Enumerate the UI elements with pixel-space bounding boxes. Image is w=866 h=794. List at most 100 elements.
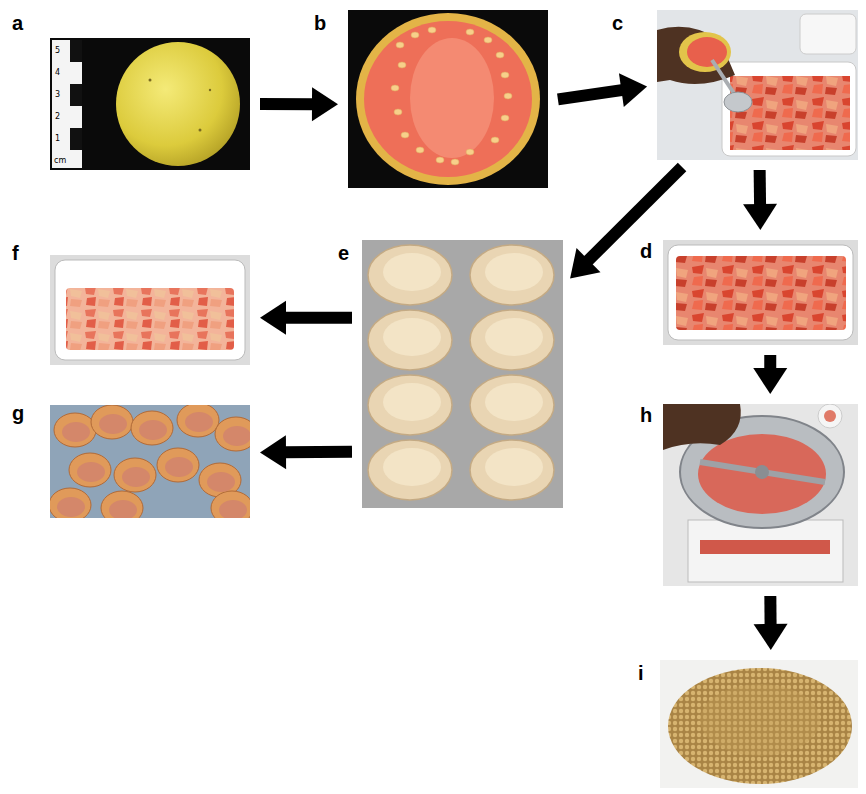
seeds-photo-part <box>668 668 852 784</box>
pulp-tray-photo <box>663 240 858 345</box>
arrow-head <box>570 248 600 278</box>
fruit-shells-photo-part-part <box>383 448 441 486</box>
seeds-photo-part <box>700 684 820 756</box>
halved-fruit-photo-part-part <box>394 109 402 115</box>
dried-shells-photo-part-part <box>223 426 250 446</box>
dried-shells-photo-part-part <box>122 467 150 487</box>
halved-fruit-photo-part-part <box>501 115 509 121</box>
peel-tray-photo-part <box>55 260 245 360</box>
dried-shells-photo-part-part <box>91 405 133 439</box>
arrow-head <box>312 87 338 121</box>
flow-arrow <box>558 73 647 107</box>
ruler-mark: 3 <box>55 90 60 99</box>
arrow-head <box>743 204 777 230</box>
panel-letter: f <box>12 242 19 264</box>
dried-shells-photo-part-part <box>99 414 127 434</box>
dried-shells-photo-part-part <box>165 457 193 477</box>
whole-fruit-photo-part <box>50 38 250 170</box>
flow-arrow <box>260 435 352 469</box>
fruit-shells-photo-part-part <box>383 253 441 291</box>
dried-shells-photo-part-part <box>157 448 199 482</box>
food-mill-photo <box>663 404 858 586</box>
halved-fruit-photo-part <box>391 27 512 165</box>
food-mill-photo-part <box>663 404 741 450</box>
halved-fruit-photo-part-part <box>411 32 419 38</box>
flow-arrow <box>754 596 788 650</box>
fruit-shells-photo-part-part <box>368 245 452 305</box>
arrow-shaft <box>754 170 766 206</box>
dried-shells-photo-part-part <box>57 497 85 517</box>
dried-shells-photo-part <box>57 412 250 518</box>
pulp-tray-photo-part <box>676 256 846 330</box>
arrow-shaft <box>558 90 623 99</box>
halved-fruit-photo-part-part <box>491 137 499 143</box>
arrow-head <box>619 73 647 107</box>
fruit-shells-photo-part-part <box>383 318 441 356</box>
whole-fruit-photo-part <box>70 40 82 62</box>
ruler-mark: cm <box>54 156 66 165</box>
dried-shells-photo-part-part <box>77 462 105 482</box>
dried-shells-photo-part-part <box>131 411 173 445</box>
photo-panel: f <box>50 255 250 365</box>
seeds-photo <box>660 660 858 788</box>
halved-fruit-photo-part-part <box>396 42 404 48</box>
dried-shells-photo-part-part <box>207 472 235 492</box>
fruit-shells-photo-part-part <box>470 245 554 305</box>
dried-shells-photo-part-part <box>69 453 111 487</box>
panel-letter: c <box>612 12 623 34</box>
halved-fruit-photo-part <box>348 10 548 188</box>
dried-shells-photo <box>50 405 250 518</box>
fruit-shells-photo-part-part <box>368 310 452 370</box>
halved-fruit-photo-part <box>356 13 540 185</box>
fruit-shells-photo-part-part <box>470 375 554 435</box>
food-mill-photo-part <box>688 520 843 582</box>
dried-shells-photo-part-part <box>139 420 167 440</box>
dried-shells-photo-part-part <box>177 405 219 437</box>
food-mill-photo-part <box>698 434 826 514</box>
fruit-shells-photo-part-part <box>485 318 543 356</box>
whole-fruit-photo-part <box>52 40 82 168</box>
halved-fruit-photo <box>348 10 548 188</box>
scooping-photo-part <box>687 37 727 67</box>
fruit-shells-photo-part-part <box>485 253 543 291</box>
fruit-shells-photo-part <box>362 240 563 508</box>
photo-panel: d <box>663 240 858 345</box>
food-mill-photo-part <box>824 410 836 422</box>
dried-shells-photo-part <box>50 405 250 518</box>
photo-panel: c <box>657 10 858 160</box>
whole-fruit-photo-part <box>70 128 82 150</box>
halved-fruit-photo-part-part <box>484 37 492 43</box>
arrow-head <box>260 301 286 335</box>
whole-fruit-photo-part <box>199 129 202 132</box>
food-mill-photo-part <box>663 404 858 586</box>
dried-shells-photo-part-part <box>219 500 247 518</box>
halved-fruit-photo-part-part <box>416 147 424 153</box>
halved-fruit-photo-part <box>364 21 532 177</box>
ruler-mark: 5 <box>55 46 60 55</box>
photo-panel: b <box>348 10 548 188</box>
halved-fruit-photo-part-part <box>398 62 406 68</box>
dried-shells-photo-part-part <box>62 422 90 442</box>
scooping-photo-part <box>724 92 752 112</box>
ruler-mark: 2 <box>55 112 60 121</box>
arrow-head <box>753 368 787 394</box>
flow-arrow <box>743 170 777 230</box>
dried-shells-photo-part-part <box>101 491 143 518</box>
arrow-shaft <box>284 446 352 458</box>
peel-tray-photo <box>50 255 250 365</box>
panel-letter: a <box>12 12 23 34</box>
fruit-shells-photo-part-part <box>470 310 554 370</box>
photo-panel: a <box>50 38 250 170</box>
fruit-shells-photo-part <box>368 245 554 500</box>
pulp-tray-photo-part <box>668 245 853 340</box>
arrow-shaft <box>764 355 776 370</box>
photo-panel: e <box>362 240 563 508</box>
panel-letter: g <box>12 402 24 424</box>
scooping-photo-part <box>657 10 858 160</box>
panel-letter: b <box>314 12 326 34</box>
halved-fruit-photo-part-part <box>466 29 474 35</box>
fruit-shells-photo-part-part <box>383 383 441 421</box>
photo-panel: h <box>663 404 858 586</box>
